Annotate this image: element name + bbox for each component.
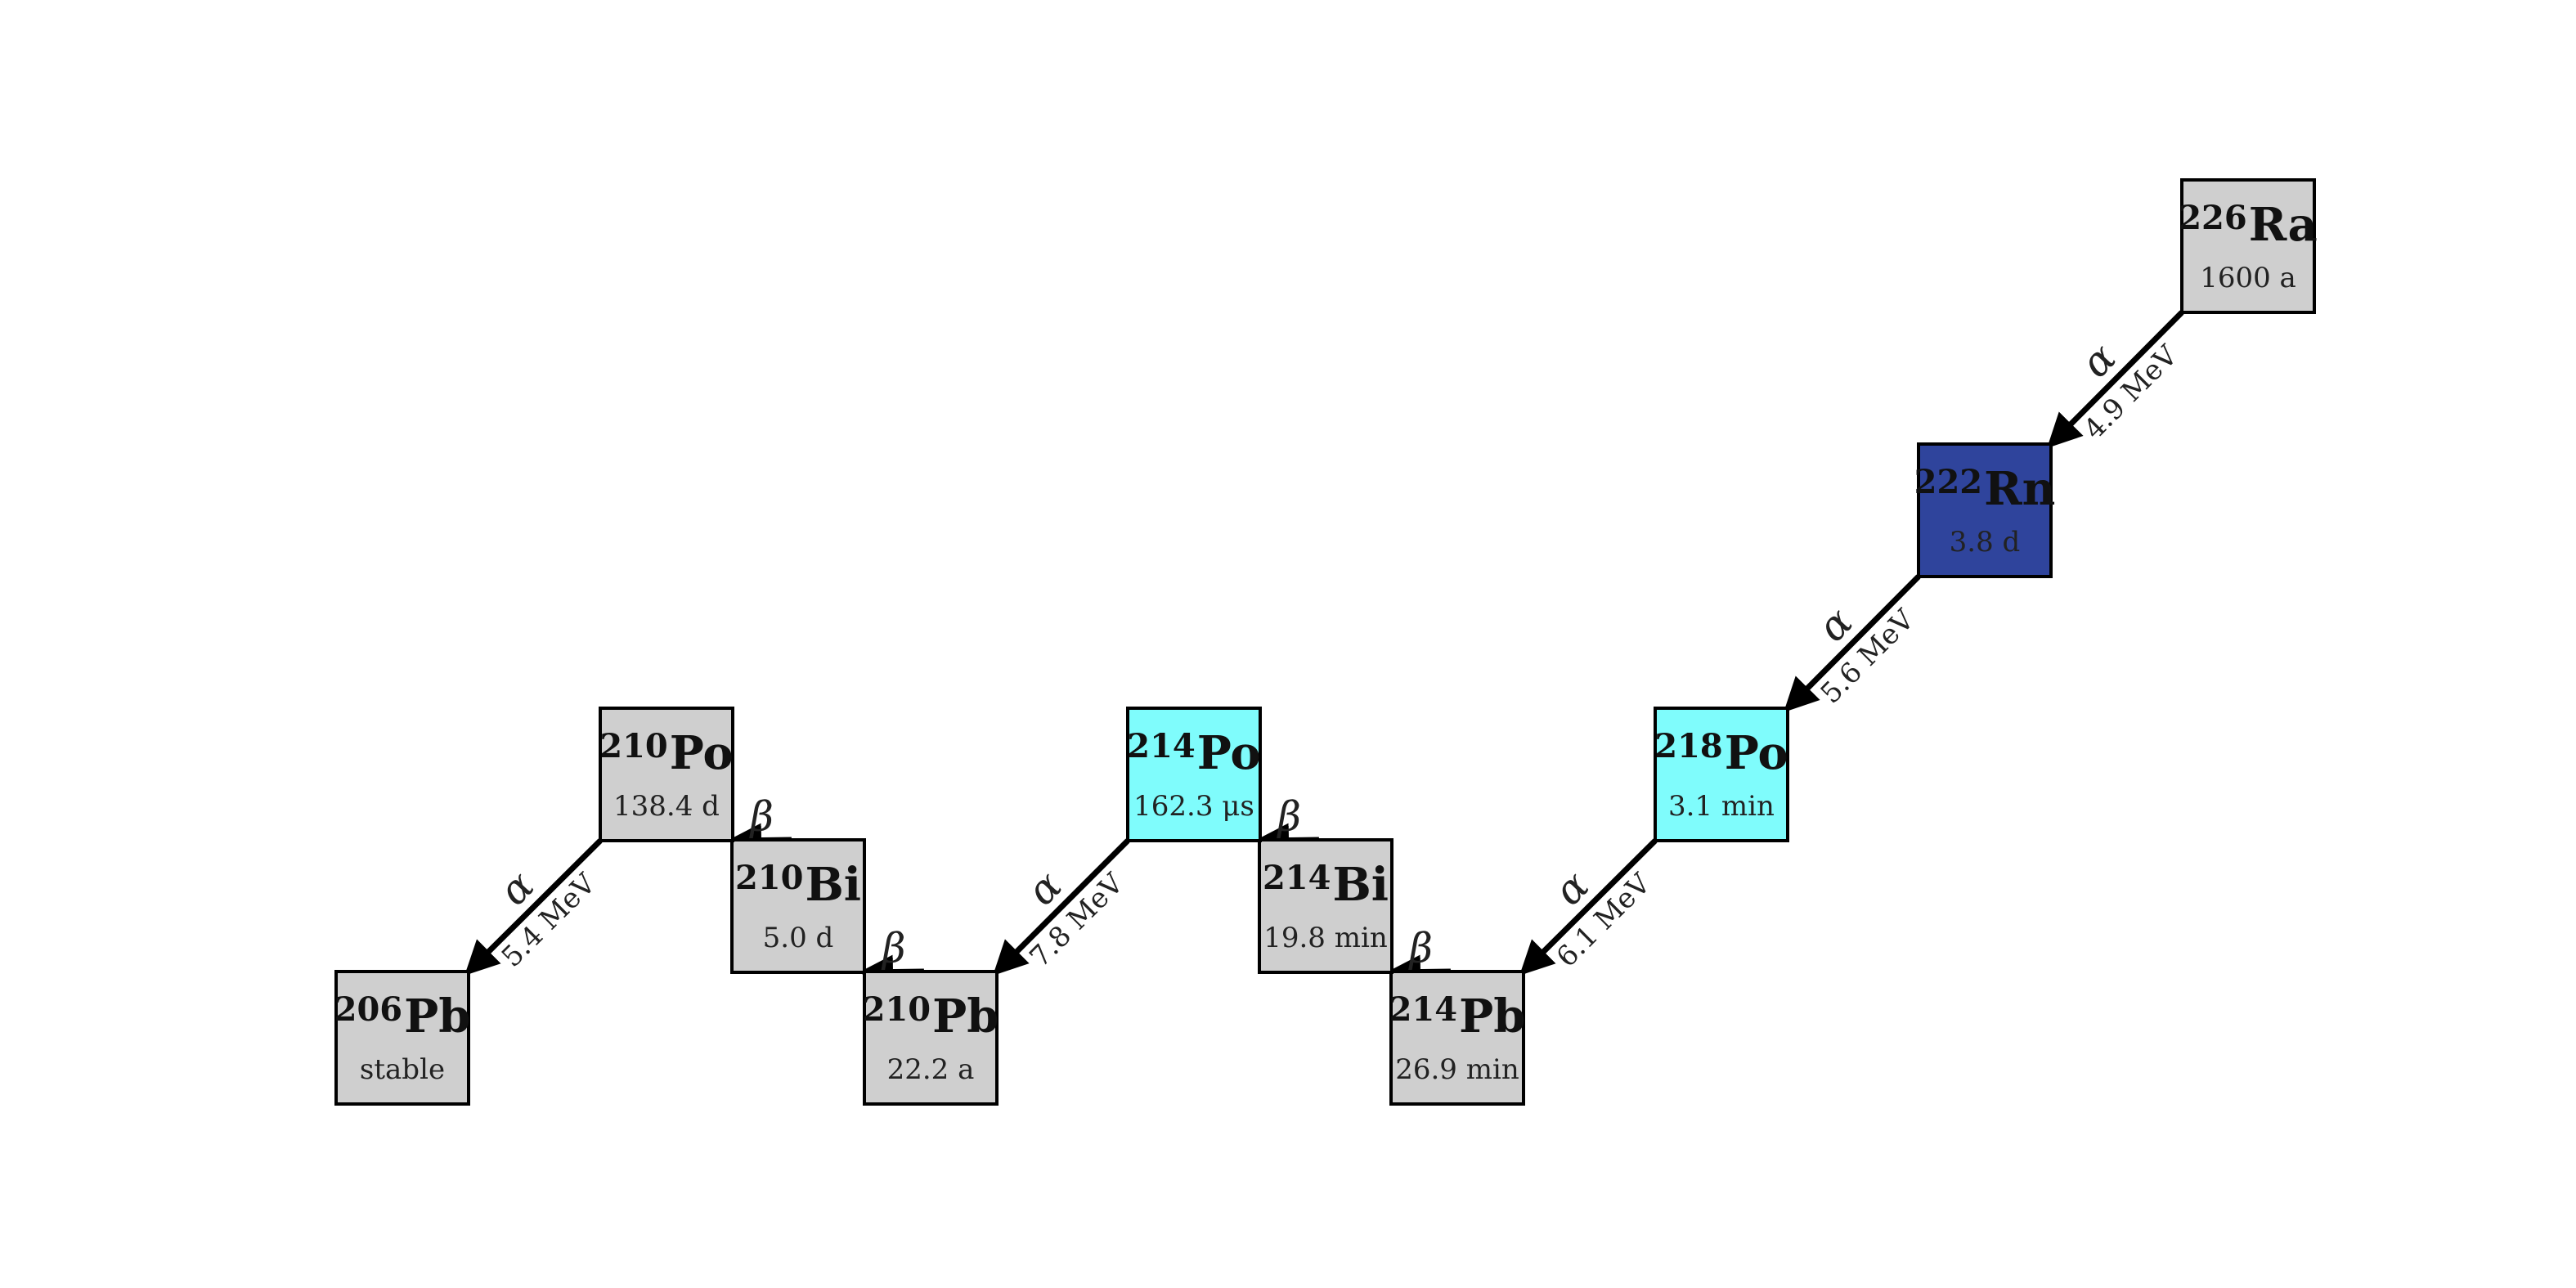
nuclide-rn222: 222Rn 3.8 d [1914, 442, 2056, 578]
nuclide-po210: 210Po 138.4 d [599, 707, 734, 842]
element-symbol: Pb [932, 990, 999, 1043]
nuclide-box [1389, 970, 1525, 1106]
element-symbol: Pb [1459, 990, 1525, 1043]
nuclide-pb214: 214Pb 26.9 min [1389, 970, 1526, 1106]
nuclide-box [863, 970, 999, 1106]
decay-type-label: β [1407, 924, 1434, 972]
decay-po218-to-pb214: α6.1 MeV [1519, 838, 1658, 976]
half-life: 5.0 d [763, 922, 834, 954]
decay-pb214-to-bi214: β [1386, 924, 1451, 990]
mass-number: 206 [334, 990, 403, 1029]
decay-arrow [993, 838, 1130, 976]
half-life: 162.3 μs [1133, 790, 1254, 823]
decay-po214-to-pb210: α7.8 MeV [993, 838, 1131, 976]
half-life: stable [360, 1053, 445, 1086]
nuclide-box [1917, 442, 2053, 578]
half-life: 3.8 d [1950, 526, 2021, 559]
nuclide-box [1126, 707, 1262, 842]
decay-type-label: β [1276, 792, 1302, 840]
decay-arrow [2047, 310, 2184, 448]
mass-number: 214 [1263, 859, 1331, 897]
nuclide-label: 210Po [599, 726, 733, 780]
nuclide-po214: 214Po 162.3 μs [1126, 707, 1262, 842]
decay-type-label: β [880, 924, 906, 972]
decay-arrow [1519, 838, 1658, 976]
nuclide-box [1654, 707, 1789, 842]
half-life: 3.1 min [1668, 790, 1775, 823]
nuclide-label: 222Rn [1914, 462, 2056, 516]
nuclide-bi210: 210Bi 5.0 d [730, 838, 866, 974]
nuclide-label: 214Bi [1263, 858, 1389, 912]
nuclide-pb210: 210Pb 22.2 a [863, 970, 999, 1106]
element-symbol: Ra [2249, 198, 2318, 252]
decay-rn222-to-po218: α5.6 MeV [1784, 574, 1922, 712]
nuclide-label: 214Pb [1389, 990, 1526, 1043]
nuclide-box [2180, 178, 2316, 314]
element-symbol: Bi [805, 858, 861, 912]
element-symbol: Pb [404, 990, 470, 1043]
decay-arrow [1784, 574, 1921, 712]
element-symbol: Po [670, 726, 734, 780]
decay-pb210-to-bi210: β [859, 924, 924, 990]
mass-number: 214 [1389, 990, 1458, 1029]
element-symbol: Rn [1984, 462, 2055, 516]
decay-type-label: β [748, 792, 774, 840]
decay-bi210-to-po210: β [727, 792, 792, 858]
nuclide-label: 226Ra [2179, 198, 2318, 252]
half-life: 1600 a [2200, 262, 2296, 294]
mass-number: 210 [599, 727, 668, 765]
decay-po210-to-pb206: α5.4 MeV [464, 838, 603, 976]
nuclide-box [599, 707, 734, 842]
nuclide-box [334, 970, 470, 1106]
mass-number: 210 [863, 990, 931, 1029]
half-life: 19.8 min [1263, 922, 1388, 954]
nuclide-box [730, 838, 866, 974]
nuclide-bi214: 214Bi 19.8 min [1258, 838, 1393, 974]
nuclide-label: 218Po [1654, 726, 1788, 780]
mass-number: 226 [2179, 199, 2247, 237]
half-life: 22.2 a [887, 1053, 975, 1086]
nuclide-label: 210Bi [735, 858, 861, 912]
half-life: 138.4 d [613, 790, 720, 823]
half-life: 26.9 min [1395, 1053, 1519, 1086]
nuclide-label: 210Pb [863, 990, 999, 1043]
nuclide-pb206: 206Pb stable [334, 970, 471, 1106]
element-symbol: Bi [1332, 858, 1389, 912]
decay-ra226-to-rn222: α4.9 MeV [2047, 310, 2185, 448]
element-symbol: Po [1725, 726, 1788, 780]
mass-number: 214 [1127, 727, 1196, 765]
decay-arrow [464, 838, 603, 976]
mass-number: 222 [1914, 463, 1983, 501]
mass-number: 218 [1654, 727, 1723, 765]
nuclide-box [1258, 838, 1393, 974]
nuclide-label: 214Po [1127, 726, 1260, 780]
nuclide-ra226: 226Ra 1600 a [2179, 178, 2318, 314]
nuclide-label: 206Pb [334, 990, 471, 1043]
nuclide-po218: 218Po 3.1 min [1654, 707, 1789, 842]
element-symbol: Po [1197, 726, 1261, 780]
decay-bi214-to-po214: β [1254, 792, 1319, 858]
mass-number: 210 [735, 859, 804, 897]
